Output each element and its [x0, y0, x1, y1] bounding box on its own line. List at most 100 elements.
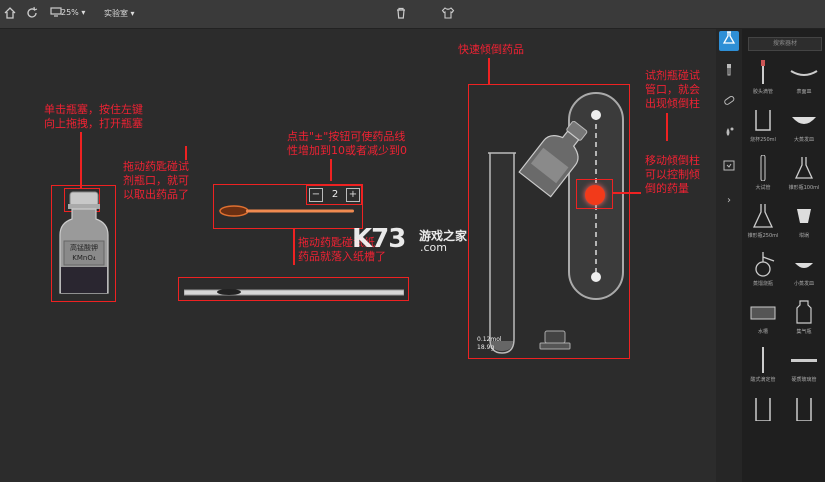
annotation-line [80, 132, 82, 188]
equipment-label: 酸式滴定管 [750, 377, 776, 383]
equipment-item[interactable]: 烧杯250ml [744, 103, 782, 149]
equipment-label: 烧杯250ml [750, 137, 776, 143]
equipment-item[interactable]: 硬质玻璃管 [785, 343, 823, 389]
water-trough-icon [750, 306, 776, 320]
quantity-stepper[interactable]: − 2 + [309, 188, 361, 202]
plus-button[interactable]: + [346, 188, 360, 202]
trash-icon[interactable] [393, 6, 409, 22]
beaker-icon [755, 110, 771, 131]
paper-trough[interactable] [183, 283, 405, 296]
equipment-item[interactable]: 胶头滴管 [744, 55, 782, 101]
bottle-label-cn: 高锰酸钾 [70, 244, 98, 252]
lab-dropdown[interactable]: 实验室 ▾ [104, 9, 135, 18]
watermark-cn: 游戏之家 [419, 229, 468, 243]
equipment-item[interactable]: 大试管 [744, 151, 782, 197]
dropper-icon [761, 60, 765, 84]
tab-flask[interactable] [719, 31, 739, 51]
annotation-line [330, 159, 332, 181]
annotation-line [613, 192, 641, 194]
monitor-icon [48, 6, 64, 22]
glass-tube-icon [791, 359, 817, 362]
watch-glass-icon [790, 70, 818, 76]
display-icon [723, 160, 735, 171]
equipment-item[interactable] [744, 391, 782, 437]
equipment-label: 胶头滴管 [752, 89, 773, 95]
tube-amount-label: 0.12mol 18.9g [477, 336, 502, 352]
home-icon[interactable] [2, 6, 18, 22]
distillation-flask-icon [755, 252, 775, 277]
reagent-bottle[interactable]: 高锰酸钾 KMnO₄ [58, 189, 110, 297]
equipment-item[interactable]: 锥形瓶100ml [785, 151, 823, 197]
pill-icon [724, 95, 735, 105]
zoom-value: 25% [61, 8, 79, 17]
zoom-dropdown[interactable]: 25% ▾ [61, 8, 86, 17]
refresh-icon[interactable] [24, 6, 40, 22]
small-dish-icon [795, 263, 813, 268]
equipment-label: 硬质玻璃管 [791, 377, 817, 383]
paper-highlight [178, 277, 409, 301]
drops-icon [726, 127, 734, 136]
equipment-item[interactable]: 蒸馏烧瓶 [744, 247, 782, 293]
equipment-item[interactable]: 酸式滴定管 [744, 343, 782, 389]
equipment-label: 小蒸发皿 [793, 281, 814, 287]
equipment-label: 大蒸发皿 [793, 137, 814, 143]
annotation-line [666, 113, 668, 141]
annotation-spoon-to-bottle: 拖动药匙碰试 剂瓶口，就可 以取出药品了 [123, 160, 189, 201]
pour-pillar-highlight [576, 179, 613, 209]
tilted-reagent-bottle[interactable] [512, 120, 602, 201]
sidebar-tabs: › [716, 29, 742, 482]
minus-button[interactable]: − [309, 188, 323, 202]
annotation-move-pillar: 移动倾倒柱 可以控制倾 倒的药量 [645, 154, 700, 195]
equipment-label: 蒸馏烧瓶 [752, 281, 773, 287]
stopper[interactable] [538, 329, 572, 351]
top-toolbar: 25% ▾ 实验室 ▾ [0, 0, 825, 29]
dropper-icon [727, 64, 731, 76]
equipment-label: 大试管 [755, 185, 771, 191]
tab-dropper[interactable] [719, 63, 739, 83]
equipment-label: 水槽 [757, 329, 768, 335]
pour-area-highlight [468, 84, 630, 359]
spoon[interactable] [218, 201, 358, 221]
watermark-dotcom: .com [420, 241, 447, 254]
equipment-item[interactable]: 表面皿 [785, 55, 823, 101]
bottle-highlight [51, 185, 116, 302]
annotation-spoon-to-paper: 拖动药匙碰试纸， 药品就落入纸槽了 [298, 236, 386, 263]
crucible-icon [797, 209, 811, 223]
equipment-panel: 搜索器材 胶头滴管 表面皿 烧杯250ml 大蒸发皿 大试管 锥形瓶100ml … [742, 29, 825, 482]
annotation-open-bottle: 单击瓶塞，按住左键 向上拖拽，打开瓶塞 [44, 103, 143, 130]
annotation-line [488, 58, 490, 84]
tab-pill[interactable] [719, 93, 739, 113]
tab-monitor[interactable] [719, 159, 739, 179]
collapse-arrow-icon[interactable]: › [727, 195, 731, 206]
evaporating-dish-icon [792, 117, 816, 124]
equipment-item[interactable]: 坩埚 [785, 199, 823, 245]
equipment-label: 坩埚 [798, 233, 809, 239]
tube-mass: 18.9g [477, 344, 495, 351]
equipment-item[interactable] [785, 391, 823, 437]
stepper-highlight [306, 185, 362, 205]
pour-pillar-handle[interactable] [585, 185, 605, 205]
spoon-highlight [213, 184, 363, 229]
search-input[interactable]: 搜索器材 [748, 37, 822, 51]
beaker-icon [755, 398, 771, 421]
stepper-value: 2 [331, 189, 339, 200]
beaker-icon [796, 398, 812, 421]
annotation-plus-minus: 点击"±"按钮可使药品线 性增加到10或者减少到0 [287, 130, 407, 157]
annotation-line [185, 146, 187, 160]
test-tube[interactable] [485, 151, 519, 357]
tube-mol: 0.12mol [477, 336, 502, 343]
burette-icon [762, 347, 764, 373]
annotation-quick-pour: 快速倾倒药品 [458, 43, 524, 56]
tab-drops[interactable] [719, 125, 739, 145]
equipment-label: 锥形瓶250ml [747, 233, 779, 239]
gas-jar-icon [796, 300, 812, 324]
annotation-line [293, 229, 295, 265]
lab-canvas[interactable]: 单击瓶塞，按住左键 向上拖拽，打开瓶塞 高锰酸钾 KMnO₄ 拖动药匙碰试 剂瓶… [0, 29, 716, 482]
equipment-item[interactable]: 集气瓶 [785, 295, 823, 341]
equipment-item[interactable]: 锥形瓶250ml [744, 199, 782, 245]
equipment-item[interactable]: 大蒸发皿 [785, 103, 823, 149]
equipment-item[interactable]: 小蒸发皿 [785, 247, 823, 293]
shirt-icon[interactable] [440, 6, 456, 22]
equipment-item[interactable]: 水槽 [744, 295, 782, 341]
equipment-label: 锥形瓶100ml [788, 185, 820, 191]
